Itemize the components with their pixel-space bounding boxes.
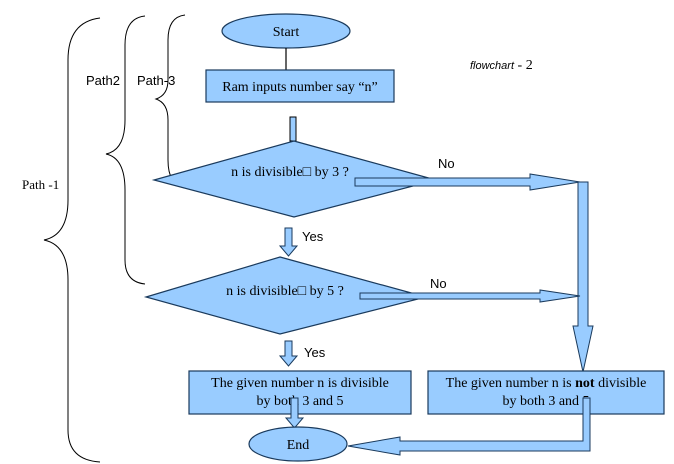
arrow-yes1 [278, 227, 299, 257]
input-label: Ram inputs number say “n” [222, 80, 378, 95]
arrow-no1 [354, 173, 581, 191]
no-result-line2: by both 3 and 5 [502, 394, 589, 409]
arrow-yesbox-end [284, 397, 305, 429]
arrow-no2 [359, 289, 581, 303]
no-result-line1: The given number n is not divisible [446, 376, 647, 391]
end-node [248, 426, 348, 462]
yes-result-line2: by both 3 and 5 [256, 394, 343, 409]
decision2-diamond [143, 256, 429, 335]
start-label: Start [273, 25, 300, 40]
path1-label: Path -1 [22, 177, 59, 192]
no1-label: No [438, 156, 455, 171]
path1-brace [43, 17, 101, 463]
decision1-diamond [151, 140, 439, 218]
yes1-label: Yes [302, 229, 324, 244]
caption-italic: flowchart [470, 60, 515, 72]
no-result-box [427, 370, 665, 415]
no-result-post: divisible [595, 376, 647, 391]
no2-label: No [430, 276, 447, 291]
no-result-pre: The given number n is [446, 376, 575, 391]
yes2-label: Yes [304, 345, 326, 360]
yes-result-box [188, 370, 412, 415]
caption-number: - 2 [514, 58, 533, 73]
decision1-label: n is divisible□ by 3 ? [231, 165, 349, 180]
path-braces [43, 14, 186, 463]
path3-label: Path-3 [137, 73, 175, 88]
arrow-right-down [572, 181, 594, 373]
path2-brace [105, 15, 146, 285]
path3-brace [154, 14, 186, 189]
input-box [205, 69, 395, 103]
end-label: End [287, 438, 310, 453]
arrow-yes2 [278, 340, 299, 367]
path2-label: Path2 [86, 73, 120, 88]
decision2-label: n is divisible□ by 5 ? [226, 284, 344, 299]
no-result-bold: not [575, 376, 595, 391]
yes-result-line1: The given number n is divisible [211, 376, 389, 391]
flowchart-caption: flowchart - 2 [470, 58, 533, 73]
arrow-nobox-end [347, 397, 591, 456]
connector-input-decision1 [289, 116, 297, 142]
